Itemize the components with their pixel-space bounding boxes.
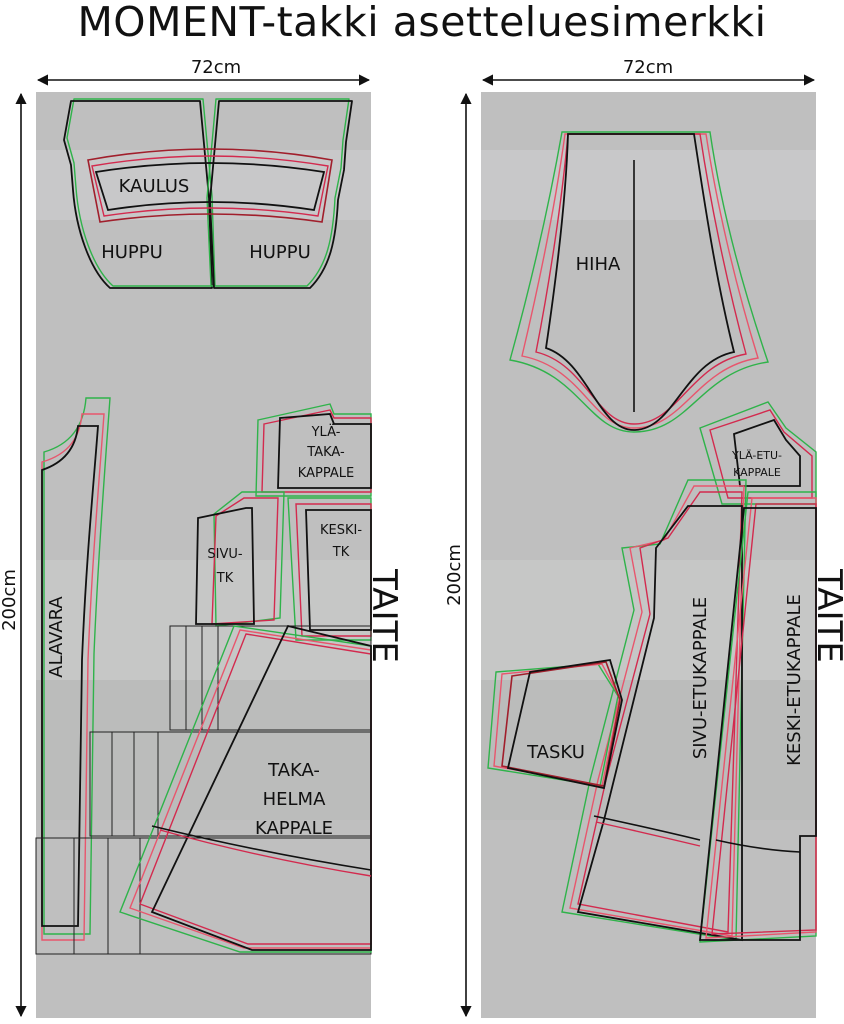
sivu-etu-piece	[561, 479, 747, 942]
takahelma-piece	[119, 624, 372, 953]
left-panel: 72cm 200cm TAITE KAULUS HUPPU HUPPU ALAV	[0, 57, 404, 1018]
left-width-label: 72cm	[191, 57, 241, 78]
left-height-label: 200cm	[0, 569, 20, 631]
takahelma-label-3: KAPPALE	[255, 818, 333, 839]
right-height-label: 200cm	[444, 544, 465, 606]
hiha-piece	[509, 131, 769, 433]
left-fabric	[36, 92, 371, 1018]
yla-taka-label-3: KAPPALE	[298, 466, 354, 481]
right-panel: 72cm 200cm TAITE HIHA YLÄ-ETU- KAPPALE	[444, 57, 844, 1018]
keski-etu-label: KESKI-ETUKAPPALE	[784, 594, 805, 766]
sivu-tk-label-1: SIVU-	[207, 547, 242, 562]
takahelma-label-1: TAKA-	[267, 760, 320, 781]
right-fold-label: TAITE	[809, 568, 844, 663]
tasku-piece	[487, 658, 623, 790]
alavara-label: ALAVARA	[46, 596, 67, 678]
huppu-left-label: HUPPU	[101, 242, 163, 263]
yla-taka-label-1: YLÄ-	[311, 424, 341, 440]
right-width-label: 72cm	[623, 57, 673, 78]
yla-etu-label-2: KAPPALE	[733, 466, 781, 479]
yla-etu-label-1: YLÄ-ETU-	[731, 449, 782, 462]
right-fabric	[481, 92, 816, 1018]
yla-taka-label-2: TAKA-	[306, 445, 345, 460]
page-title: MOMENT-takki asetteluesimerkki	[77, 0, 767, 46]
keski-tk-label-1: KESKI-	[320, 523, 362, 538]
keski-tk-label-2: TK	[332, 545, 350, 560]
kaulus-piece	[87, 148, 333, 223]
takahelma-label-2: HELMA	[263, 789, 326, 810]
huppu-pieces	[63, 98, 353, 289]
sivu-tk-piece	[195, 491, 285, 627]
sivu-etu-label: SIVU-ETUKAPPALE	[690, 597, 711, 759]
left-fold-label: TAITE	[364, 568, 404, 663]
kaulus-label: KAULUS	[119, 176, 190, 197]
huppu-right-label: HUPPU	[249, 242, 311, 263]
tasku-label: TASKU	[526, 742, 585, 763]
alavara-piece	[41, 397, 111, 941]
hiha-label: HIHA	[576, 254, 621, 275]
keski-etu-piece	[699, 491, 817, 943]
sivu-tk-label-2: TK	[216, 571, 234, 586]
